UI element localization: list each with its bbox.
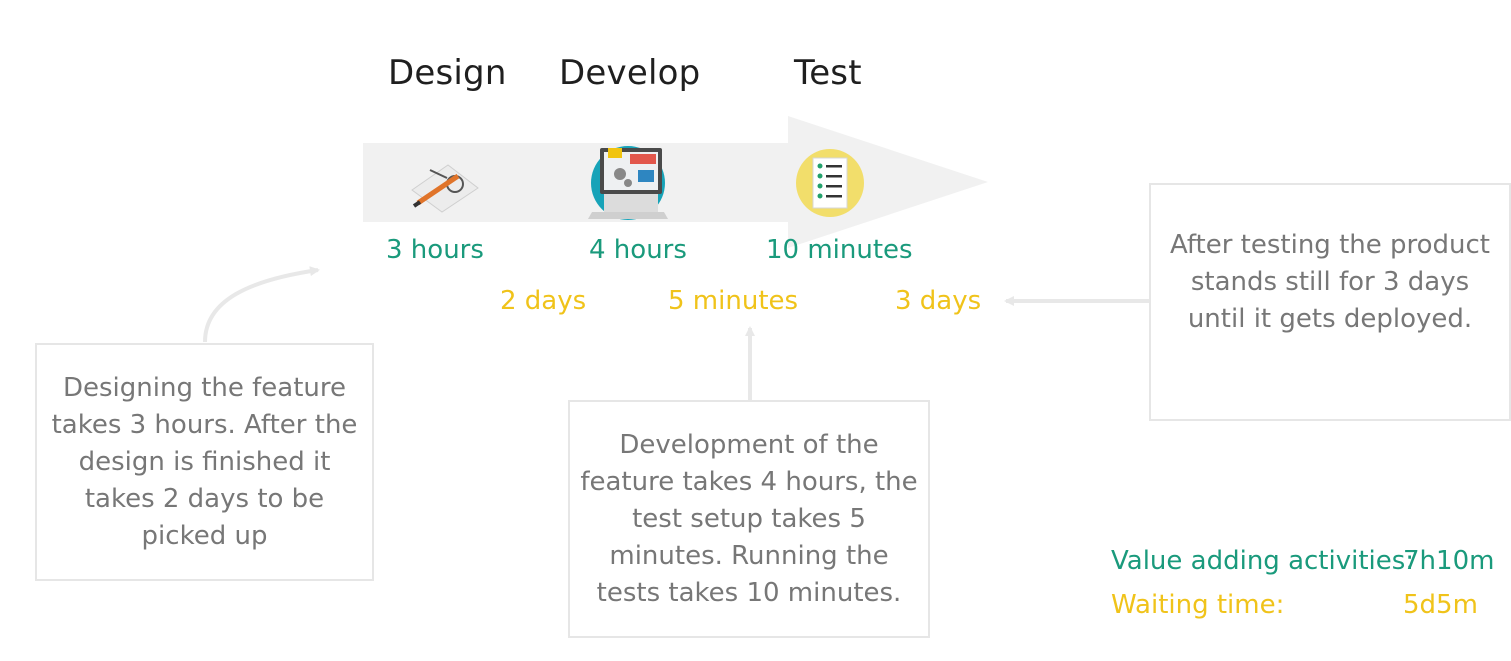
- value-time-develop: 4 hours: [589, 235, 687, 265]
- summary-waiting-total: 5d5m: [1403, 590, 1478, 620]
- design-note-arrow: [203, 266, 320, 343]
- develop-note-text: Development of the feature takes 4 hours…: [580, 429, 918, 608]
- wait-time-1: 2 days: [500, 286, 587, 316]
- checklist-icon: [796, 149, 864, 217]
- develop-note-box: Development of the feature takes 4 hours…: [568, 400, 930, 638]
- summary-value-label: Value adding activities:: [1111, 546, 1415, 576]
- summary-value-total: 7h10m: [1403, 546, 1495, 576]
- value-time-test: 10 minutes: [766, 235, 913, 265]
- deploy-note-text: After testing the product stands still f…: [1169, 229, 1491, 334]
- design-note-box: Designing the feature takes 3 hours. Aft…: [35, 343, 374, 581]
- stage-title-develop: Develop: [559, 53, 701, 93]
- wait-time-2: 5 minutes: [668, 286, 799, 316]
- design-note-text: Designing the feature takes 3 hours. Aft…: [51, 372, 358, 551]
- wait-time-3: 3 days: [895, 286, 982, 316]
- design-tools-icon: [411, 164, 479, 213]
- stage-title-test: Test: [794, 53, 862, 93]
- summary-waiting-label: Waiting time:: [1111, 590, 1285, 620]
- stage-title-design: Design: [388, 53, 507, 93]
- deploy-note-box: After testing the product stands still f…: [1149, 183, 1511, 421]
- computer-code-icon: [588, 146, 668, 220]
- value-time-design: 3 hours: [386, 235, 484, 265]
